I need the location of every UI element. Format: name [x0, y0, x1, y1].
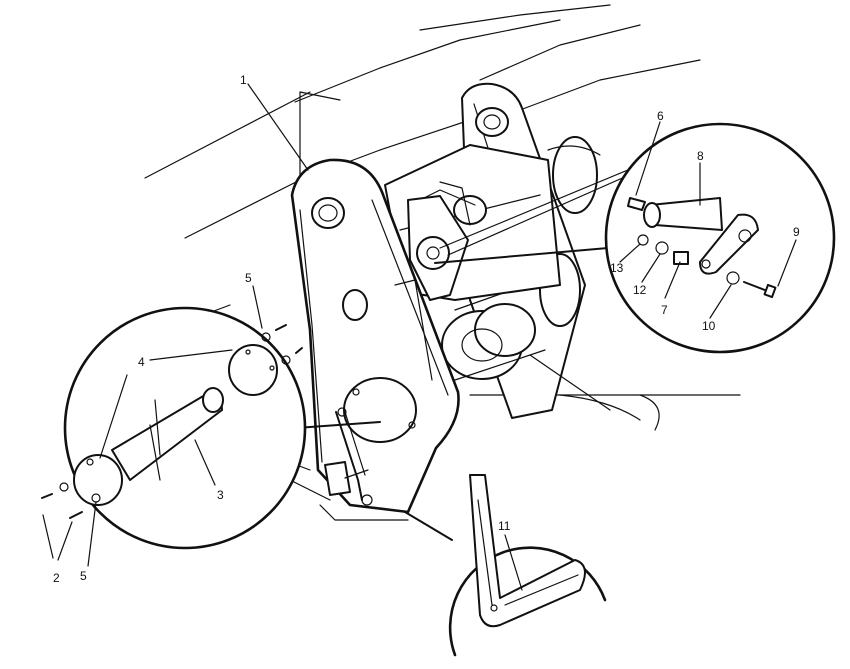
callout-7: 7: [661, 303, 668, 317]
callout-2: 2: [53, 571, 60, 585]
callout-13: 13: [610, 261, 624, 275]
callout-labels: 1 2 3 4 5 5 6 7 8 9 10 11 12 13: [53, 73, 800, 585]
front-lift-arm: [290, 158, 460, 514]
inset-shaft-cover: [41, 306, 307, 550]
callout-12: 12: [633, 283, 647, 297]
callout-5-lower: 5: [80, 569, 87, 583]
callout-9: 9: [793, 225, 800, 239]
callout-leaders: [42, 83, 797, 591]
callout-1: 1: [240, 73, 247, 87]
rocker-bracket: [407, 181, 471, 301]
callout-10: 10: [702, 319, 716, 333]
callout-8: 8: [697, 149, 704, 163]
callout-11: 11: [498, 519, 511, 533]
inset-handle: [448, 474, 607, 657]
inset-pin-link: [604, 122, 836, 354]
callout-4: 4: [138, 355, 145, 369]
latch-assembly: [319, 407, 409, 521]
callout-6: 6: [657, 109, 664, 123]
inset-leader-lines: [295, 164, 646, 541]
callout-5-upper: 5: [245, 271, 252, 285]
callout-3: 3: [217, 488, 224, 502]
